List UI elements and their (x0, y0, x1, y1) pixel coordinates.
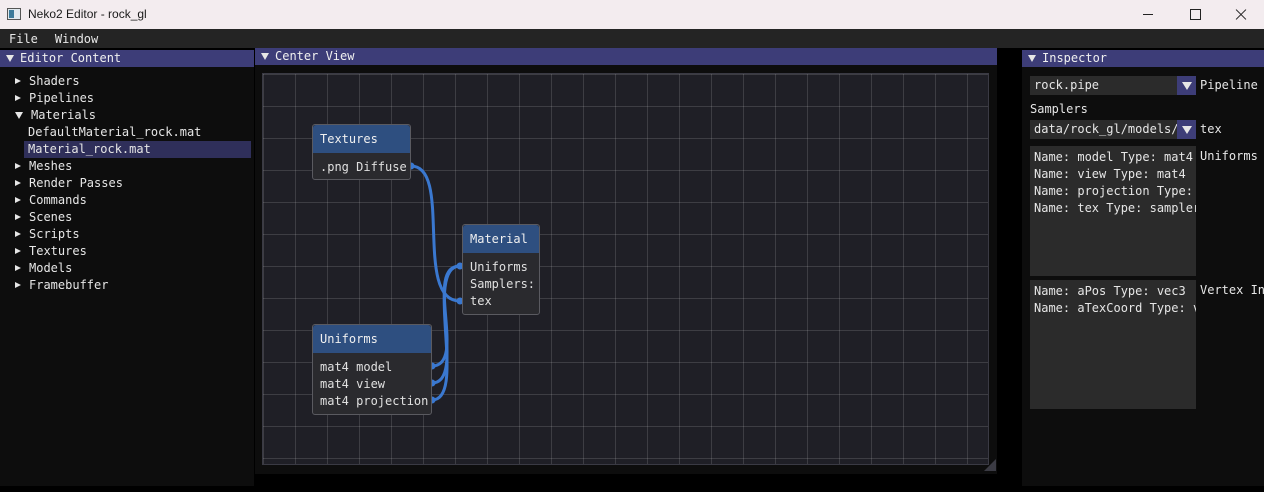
expand-arrow-icon (15, 78, 21, 84)
center-view-title: Center View (275, 49, 355, 63)
expand-arrow-icon (15, 180, 21, 186)
menu-file[interactable]: File (9, 31, 38, 46)
node-graph-canvas[interactable]: Textures .png Diffuse Material Uniforms … (262, 73, 989, 465)
window-title: Neko2 Editor - rock_gl (28, 7, 147, 21)
samplers-heading: Samplers (1030, 102, 1088, 116)
menu-window[interactable]: Window (54, 31, 99, 46)
uniforms-label: Uniforms (1200, 149, 1258, 163)
vertex-input-row[interactable]: Name: aTexCoord Type: v (1034, 301, 1196, 315)
tree-item-scripts[interactable]: Scripts (15, 226, 80, 243)
center-view-header[interactable]: Center View (255, 48, 997, 65)
sampler-dropdown-icon[interactable] (1177, 120, 1196, 139)
minimize-icon[interactable] (1126, 0, 1172, 29)
tree-item-pipelines[interactable]: Pipelines (15, 90, 94, 107)
collapse-arrow-icon (15, 112, 23, 119)
node-row-tex: tex (470, 294, 492, 308)
sampler-label: tex (1200, 122, 1222, 136)
collapse-arrow-icon[interactable] (6, 55, 14, 62)
tree-item-commands[interactable]: Commands (15, 192, 87, 209)
expand-arrow-icon (15, 231, 21, 237)
close-icon[interactable] (1218, 0, 1264, 29)
editor-content-panel: Editor Content Shaders Pipelines Materia… (0, 50, 254, 486)
expand-arrow-icon (15, 163, 21, 169)
node-material-title: Material (463, 225, 539, 253)
uniform-row[interactable]: Name: model Type: mat4 (1034, 150, 1193, 164)
tree-item-shaders[interactable]: Shaders (15, 73, 80, 90)
resize-grip-icon[interactable] (984, 459, 996, 471)
vertex-inputs-label: Vertex In (1200, 283, 1264, 297)
node-row-uniforms: Uniforms (470, 260, 528, 274)
pipeline-combo[interactable]: rock.pipe (1030, 76, 1180, 95)
collapse-arrow-icon[interactable] (1028, 55, 1036, 62)
tree-item-textures[interactable]: Textures (15, 243, 87, 260)
tree-leaf-default-material[interactable]: DefaultMaterial_rock.mat (28, 125, 202, 139)
maximize-icon[interactable] (1172, 0, 1218, 29)
tree-item-meshes[interactable]: Meshes (15, 158, 72, 175)
expand-arrow-icon (15, 282, 21, 288)
editor-content-title: Editor Content (20, 51, 122, 65)
node-row-samplers: Samplers: (470, 277, 536, 291)
pipeline-label: Pipeline (1200, 78, 1258, 92)
pipeline-dropdown-icon[interactable] (1177, 76, 1196, 95)
uniform-row[interactable]: Name: tex Type: sampler (1034, 201, 1196, 215)
pin-uniforms-in[interactable] (456, 262, 464, 270)
tree-item-render-passes[interactable]: Render Passes (15, 175, 123, 192)
inspector-header[interactable]: Inspector (1022, 50, 1264, 67)
title-bar: Neko2 Editor - rock_gl (0, 0, 1264, 29)
inspector-panel: Inspector rock.pipe Pipeline Samplers da… (1022, 50, 1264, 486)
expand-arrow-icon (15, 265, 21, 271)
editor-content-header[interactable]: Editor Content (0, 50, 254, 67)
tree-item-framebuffer[interactable]: Framebuffer (15, 277, 108, 294)
node-textures[interactable]: Textures .png Diffuse (312, 124, 411, 180)
uniform-row[interactable]: Name: projection Type: (1034, 184, 1193, 198)
expand-arrow-icon (15, 197, 21, 203)
expand-arrow-icon (15, 95, 21, 101)
vertex-input-row[interactable]: Name: aPos Type: vec3 (1034, 284, 1186, 298)
pin-tex-in[interactable] (456, 297, 464, 305)
inspector-title: Inspector (1042, 51, 1108, 65)
menu-bar: File Window (0, 29, 1264, 48)
tree-leaf-material-rock[interactable]: Material_rock.mat (24, 141, 251, 158)
node-uniforms[interactable]: Uniforms mat4 model mat4 view mat4 proje… (312, 324, 432, 415)
node-row-view: mat4 view (320, 377, 386, 391)
app-icon (7, 8, 21, 20)
node-uniforms-title: Uniforms (313, 325, 431, 353)
tree-item-scenes[interactable]: Scenes (15, 209, 72, 226)
collapse-arrow-icon[interactable] (261, 53, 269, 60)
uniform-row[interactable]: Name: view Type: mat4 (1034, 167, 1186, 181)
node-row-model: mat4 model (320, 360, 393, 374)
link-group (409, 164, 462, 402)
expand-arrow-icon (15, 248, 21, 254)
expand-arrow-icon (15, 214, 21, 220)
link-diffuse-tex[interactable] (409, 164, 462, 303)
node-row-projection: mat4 projection (320, 394, 429, 408)
tree-item-models[interactable]: Models (15, 260, 72, 277)
node-material[interactable]: Material Uniforms Samplers: tex (462, 224, 540, 315)
node-textures-title: Textures (313, 125, 410, 153)
node-row-diffuse: .png Diffuse (320, 160, 407, 174)
sampler-combo[interactable]: data/rock_gl/models/r (1030, 120, 1180, 139)
uniforms-listbox[interactable]: Name: model Type: mat4 Name: view Type: … (1030, 146, 1196, 276)
tree-item-materials[interactable]: Materials (15, 107, 96, 124)
vertex-inputs-listbox[interactable]: Name: aPos Type: vec3 Name: aTexCoord Ty… (1030, 280, 1196, 409)
link-projection-uniforms[interactable] (430, 264, 462, 402)
